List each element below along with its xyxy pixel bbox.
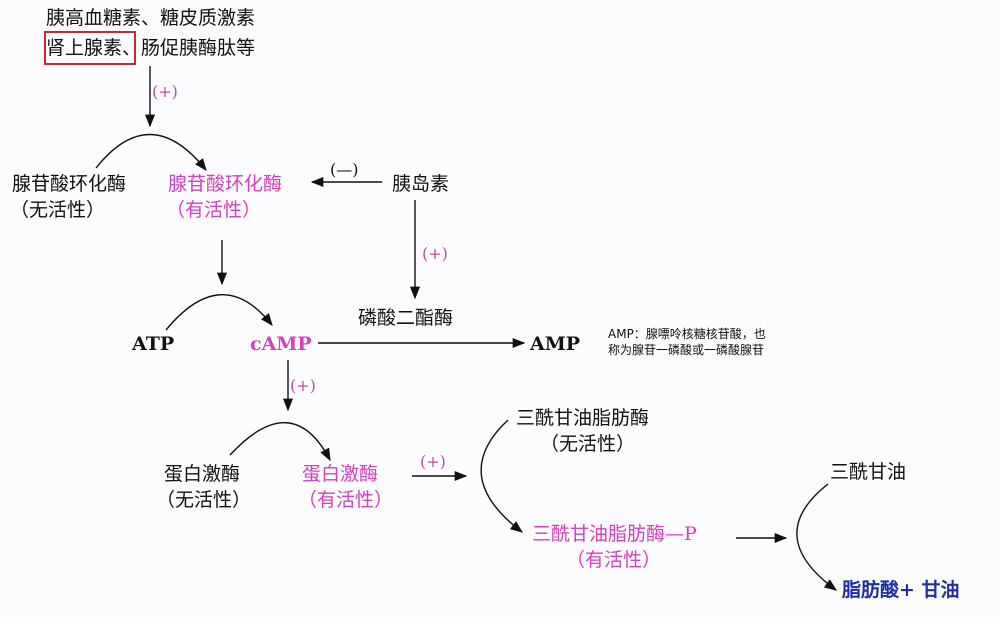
insulin-label: 胰岛素 (392, 173, 450, 195)
minus-sign-insulin: (—) (330, 160, 359, 179)
adenylate-cyclase-active: 腺苷酸环化酶 (168, 173, 283, 195)
protein-kinase-active-state: （有活性） (298, 489, 394, 511)
arc-lipase-activation (480, 419, 524, 533)
amp-note-line1: AMP：腺嘌呤核糖核苷酸，也 (608, 327, 766, 341)
hormones-line2-rest: 、肠促胰酶肽等 (122, 37, 256, 59)
atp-label: ATP (132, 333, 175, 355)
arc-cyclase-activation (95, 133, 207, 171)
arc-atp-camp (165, 294, 273, 331)
protein-kinase-inactive-state: （无活性） (156, 489, 252, 511)
protein-kinase-active: 蛋白激酶 (302, 463, 379, 485)
hormones-line1: 胰高血糖素、糖皮质激素 (46, 7, 256, 29)
tg-lipase-active: 三酰甘油脂肪酶—P (532, 523, 697, 545)
products-label: 脂肪酸+ 甘油 (842, 579, 960, 601)
camp-label: cAMP (250, 333, 312, 355)
protein-kinase-inactive: 蛋白激酶 (164, 463, 241, 485)
plus-sign-kinase: (+) (420, 452, 446, 471)
plus-sign-hormones: (+) (152, 82, 178, 101)
adenylate-cyclase-inactive-state: （无活性） (10, 199, 106, 221)
epinephrine-highlight-box (44, 31, 136, 65)
triglyceride-label: 三酰甘油 (830, 461, 907, 483)
amp-label: AMP (530, 333, 581, 355)
plus-sign-camp: (+) (290, 376, 316, 395)
hormones-line2: 肾上腺素、肠促胰酶肽等 (46, 36, 255, 60)
adenylate-cyclase-inactive: 腺苷酸环化酶 (12, 173, 127, 195)
arc-kinase-activation (229, 422, 331, 462)
phosphodiesterase-label: 磷酸二酯酶 (358, 307, 454, 329)
amp-note-line2: 称为腺苷一磷酸或一磷酸腺苷 (608, 343, 765, 357)
tg-lipase-inactive: 三酰甘油脂肪酶 (516, 407, 650, 429)
adenylate-cyclase-active-state: （有活性） (166, 199, 262, 221)
epinephrine-label: 肾上腺素 (46, 37, 123, 59)
plus-sign-insulin: (+) (422, 244, 448, 263)
tg-lipase-inactive-state: （无活性） (540, 433, 636, 455)
tg-lipase-active-state: （有活性） (566, 549, 662, 571)
arc-tg-hydrolysis (796, 483, 838, 591)
